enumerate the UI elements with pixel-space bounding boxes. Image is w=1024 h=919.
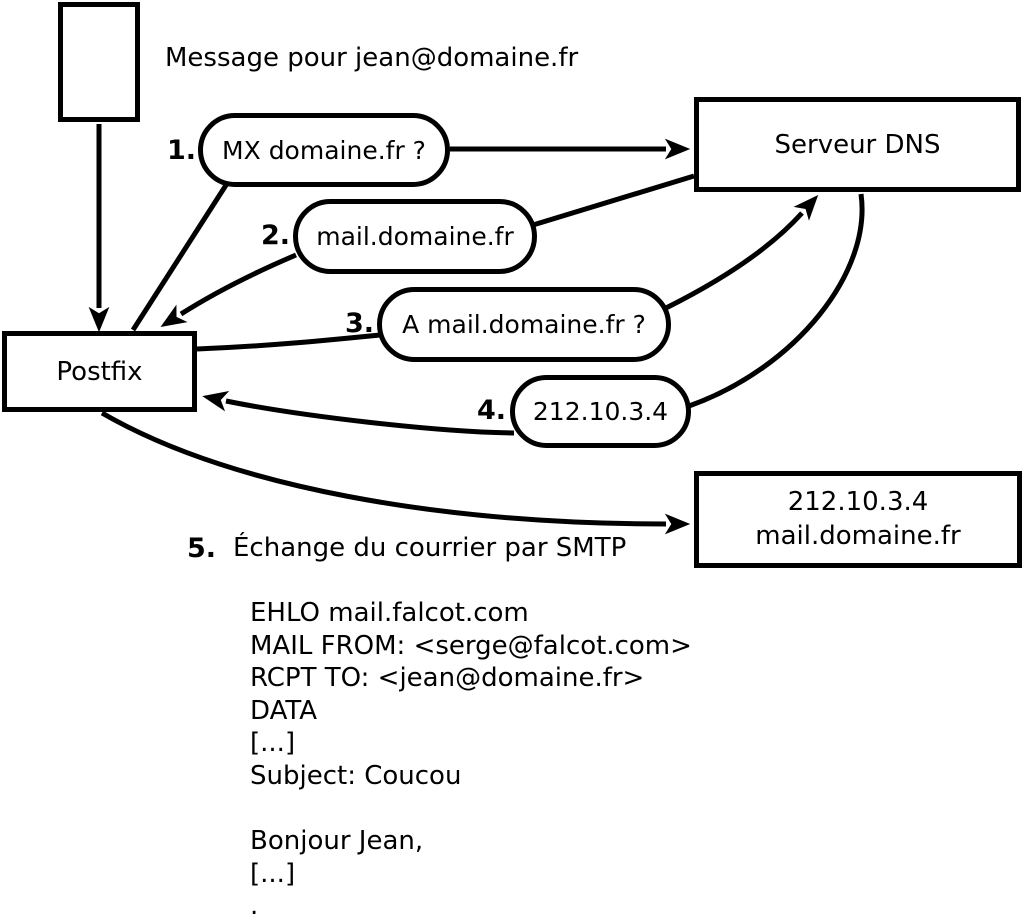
dns-server-box: Serveur DNS <box>694 97 1021 192</box>
mx-answer-to-postfix-arrow <box>160 252 297 327</box>
a-query-to-dns-arrow <box>664 194 819 311</box>
step5-label: Échange du courrier par SMTP <box>233 533 627 563</box>
mail-server-ip: 212.10.3.4 <box>787 486 929 517</box>
mail-server-box: 212.10.3.4 mail.domaine.fr <box>694 471 1022 568</box>
step1-number: 1. <box>166 135 196 166</box>
postfix-box-label: Postfix <box>56 356 143 387</box>
mail-server-hostname: mail.domaine.fr <box>755 520 961 551</box>
step1-pill-label: MX domaine.fr ? <box>222 135 426 165</box>
step2-pill-label: mail.domaine.fr <box>316 222 514 251</box>
smtp-session-text: EHLO mail.falcot.com MAIL FROM: <serge@f… <box>250 598 692 919</box>
step3-a-query-pill: A mail.domaine.fr ? <box>377 287 671 362</box>
a-answer-to-postfix-arrow <box>202 391 515 436</box>
step4-a-answer-pill: 212.10.3.4 <box>510 375 691 448</box>
step4-pill-label: 212.10.3.4 <box>532 397 669 426</box>
step2-mx-answer-pill: mail.domaine.fr <box>293 199 537 274</box>
step3-pill-label: A mail.domaine.fr ? <box>402 310 646 339</box>
step3-number: 3. <box>344 308 374 339</box>
dns-server-box-label: Serveur DNS <box>774 129 941 160</box>
postfix-to-mx-query-line <box>130 180 231 332</box>
step2-number: 2. <box>260 220 290 251</box>
step4-number: 4. <box>476 395 506 426</box>
postfix-to-mailserver-arrow <box>100 410 691 535</box>
dns-to-mx-answer-line <box>532 173 695 228</box>
step1-mx-query-pill: MX domaine.fr ? <box>198 113 450 187</box>
dns-to-a-answer-line <box>688 193 865 409</box>
message-icon <box>58 2 140 122</box>
message-label: Message pour jean@domaine.fr <box>165 43 579 73</box>
postfix-box: Postfix <box>2 331 197 412</box>
step5-number: 5. <box>186 533 216 564</box>
postfix-to-a-query-line <box>196 332 381 352</box>
